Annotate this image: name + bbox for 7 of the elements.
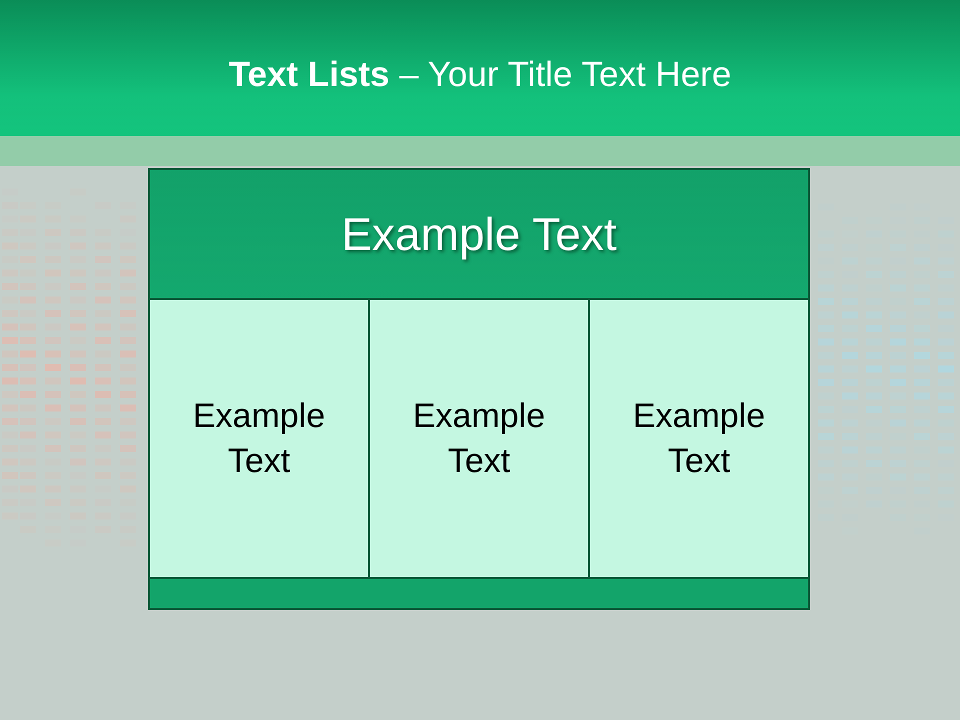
slide-title: Text Lists – Your Title Text Here (228, 54, 732, 96)
list-cell: Example Text (368, 298, 590, 579)
table-panel (148, 168, 810, 610)
panel-heading: Example Text (340, 207, 618, 262)
footer-bar (150, 579, 808, 608)
list-cell: Example Text (148, 298, 370, 579)
list-cell: Example Text (588, 298, 810, 579)
